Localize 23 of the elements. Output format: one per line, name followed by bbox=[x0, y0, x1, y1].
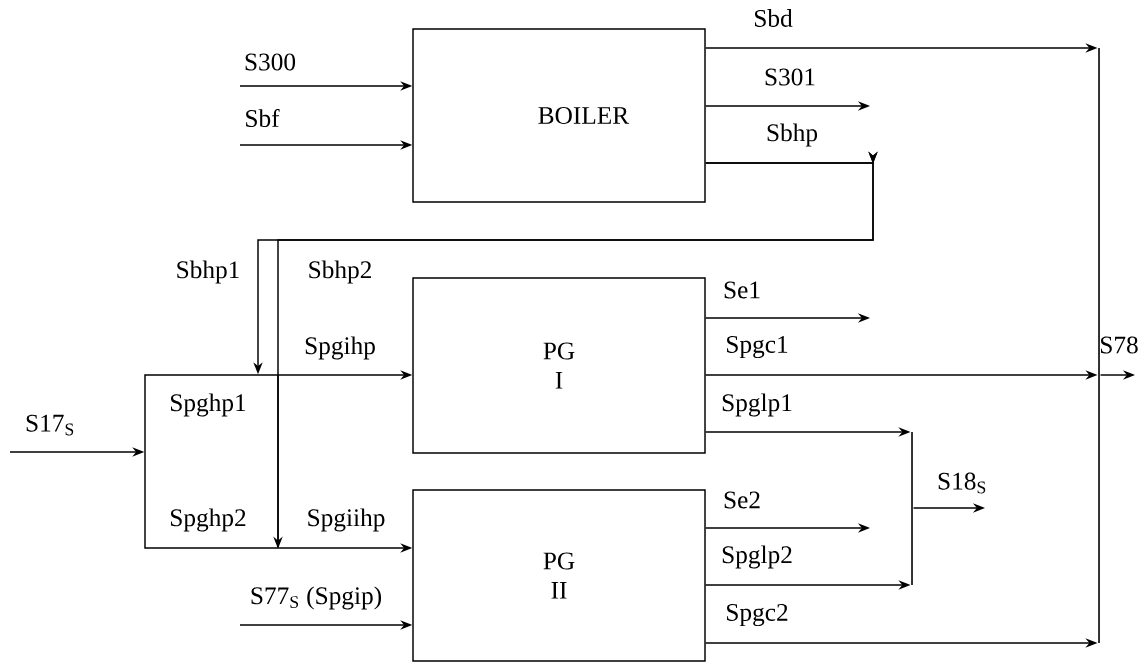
edge-label: Spgiihp bbox=[308, 508, 385, 532]
edge-label: Sbd bbox=[755, 9, 793, 27]
edge-label: S78 bbox=[1101, 336, 1138, 354]
edge-label: S300 bbox=[245, 53, 296, 71]
edge-label: Sbf bbox=[246, 108, 280, 128]
process-box: BOILER bbox=[412, 28, 706, 203]
process-box: PG I bbox=[412, 277, 706, 454]
edge-label: Spgihp bbox=[305, 336, 375, 360]
edge-label: Se2 bbox=[724, 491, 760, 509]
edge-label: S18$_{S}$ bbox=[938, 472, 986, 494]
edge-label: Spglp1 bbox=[722, 393, 792, 417]
edge-label: S77$_{S}$ (Spgip) bbox=[251, 586, 382, 610]
edge-label: Sbhp2 bbox=[309, 260, 371, 284]
process-box: PG II bbox=[412, 489, 706, 662]
edge-label: S17$_{S}$ bbox=[26, 414, 74, 436]
header-box: Spghp1 Spghp2 bbox=[144, 374, 279, 549]
edge-label: Spglp2 bbox=[722, 545, 792, 569]
edge-label: Spgc2 bbox=[727, 603, 788, 627]
edge-label: Sbhp1 bbox=[177, 260, 239, 284]
stream-label: Sbhp bbox=[767, 123, 818, 147]
edge-label: Spgc1 bbox=[727, 335, 788, 359]
edge-label: S301 bbox=[765, 68, 815, 86]
edge-label: Se1 bbox=[724, 281, 760, 299]
